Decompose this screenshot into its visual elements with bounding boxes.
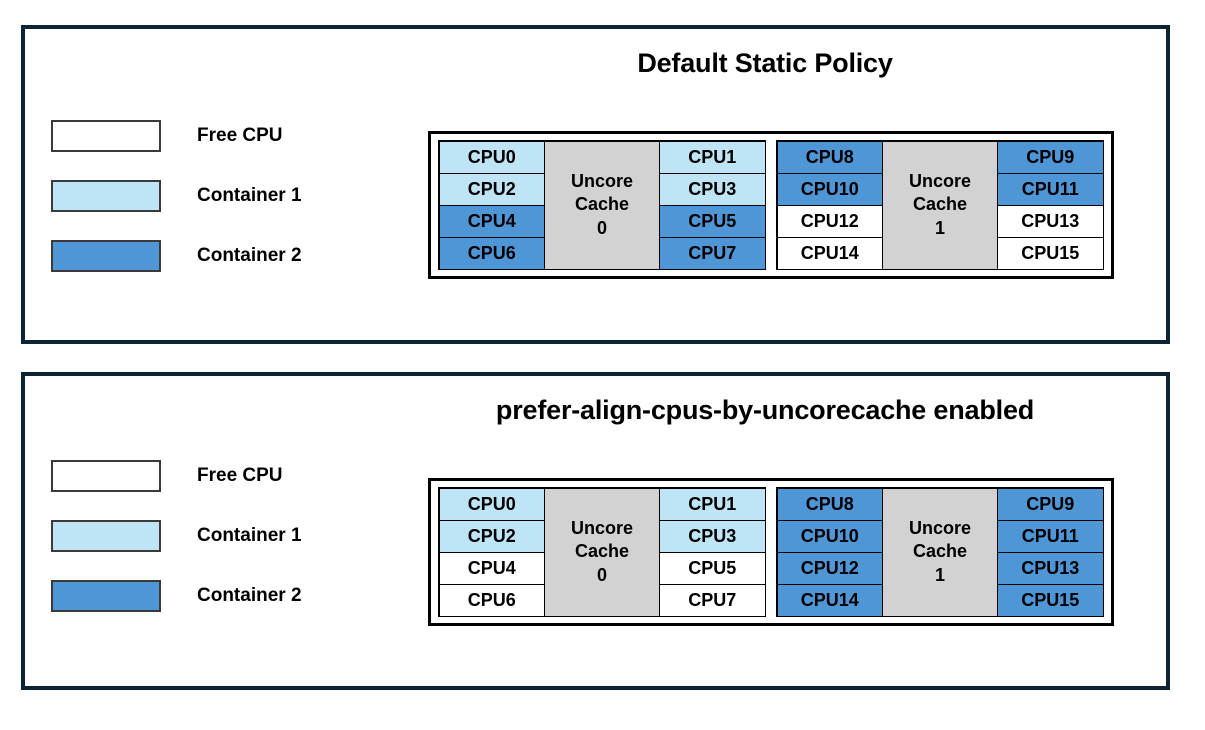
uncore-cache-line-1: Uncore xyxy=(570,518,633,539)
uncore-cache-group-0: CPU0 CPU2 CPU4 CPU6 Uncore Cache 0 CPU1 … xyxy=(438,487,766,617)
uncore-cache-group-1: CPU8 CPU10 CPU12 CPU14 Uncore Cache 1 CP… xyxy=(776,140,1104,270)
legend-item-container-2: Container 2 xyxy=(51,226,381,286)
legend-swatch-container-2 xyxy=(51,240,161,272)
cpu-cell: CPU4 xyxy=(438,204,546,238)
cpu-cell: CPU13 xyxy=(996,551,1104,585)
cpu-column-right: CPU9 CPU11 CPU13 CPU15 xyxy=(996,487,1104,617)
uncore-cache-line-1: Uncore xyxy=(908,171,971,192)
legend-label-container-2: Container 2 xyxy=(197,245,302,266)
cpu-cell: CPU2 xyxy=(438,172,546,206)
cpu-cell: CPU0 xyxy=(438,140,546,174)
legend-item-free-cpu: Free CPU xyxy=(51,446,381,506)
page-title-bottom: prefer-align-cpus-by-uncorecache enabled xyxy=(495,395,1035,425)
cpu-cell: CPU2 xyxy=(438,519,546,553)
cpu-cell: CPU5 xyxy=(658,551,766,585)
cpu-topology-table-top: CPU0 CPU2 CPU4 CPU6 Uncore Cache 0 CPU1 … xyxy=(428,131,1114,279)
legend-label-container-1: Container 1 xyxy=(197,185,302,206)
uncore-cache-line-1: Uncore xyxy=(570,171,633,192)
uncore-cache-group-0: CPU0 CPU2 CPU4 CPU6 Uncore Cache 0 CPU1 … xyxy=(438,140,766,270)
cpu-cell: CPU3 xyxy=(658,172,766,206)
cpu-cell: CPU1 xyxy=(658,487,766,521)
uncore-cache-line-2: Cache xyxy=(574,194,630,215)
cpu-cell: CPU13 xyxy=(996,204,1104,238)
cpu-cell: CPU0 xyxy=(438,487,546,521)
legend-swatch-container-1 xyxy=(51,180,161,212)
uncore-cache-line-2: Cache xyxy=(574,541,630,562)
legend-label-container-1: Container 1 xyxy=(197,525,302,546)
uncore-cache-index: 1 xyxy=(934,217,945,238)
cpu-column-right: CPU1 CPU3 CPU5 CPU7 xyxy=(658,140,766,270)
cpu-cell: CPU6 xyxy=(438,583,546,617)
uncore-cache-index: 1 xyxy=(934,564,945,585)
uncore-cache-line-2: Cache xyxy=(912,194,968,215)
cpu-cell: CPU1 xyxy=(658,140,766,174)
legend-item-container-2: Container 2 xyxy=(51,566,381,626)
legend-label-free-cpu: Free CPU xyxy=(197,125,283,146)
uncore-cache-cell: Uncore Cache 0 xyxy=(544,487,660,617)
cpu-cell: CPU15 xyxy=(996,583,1104,617)
cpu-cell: CPU8 xyxy=(776,487,884,521)
legend-swatch-free-cpu xyxy=(51,460,161,492)
cpu-topology-table-bottom: CPU0 CPU2 CPU4 CPU6 Uncore Cache 0 CPU1 … xyxy=(428,478,1114,626)
legend-item-free-cpu: Free CPU xyxy=(51,106,381,166)
uncore-cache-cell: Uncore Cache 1 xyxy=(882,487,998,617)
cpu-cell: CPU10 xyxy=(776,172,884,206)
uncore-cache-index: 0 xyxy=(596,564,607,585)
cpu-column-left: CPU0 CPU2 CPU4 CPU6 xyxy=(438,140,546,270)
uncore-cache-cell: Uncore Cache 1 xyxy=(882,140,998,270)
uncore-cache-cell: Uncore Cache 0 xyxy=(544,140,660,270)
cpu-cell: CPU10 xyxy=(776,519,884,553)
legend-top: Free CPU Container 1 Container 2 xyxy=(51,106,381,286)
cpu-cell: CPU7 xyxy=(658,236,766,270)
uncore-cache-group-1: CPU8 CPU10 CPU12 CPU14 Uncore Cache 1 CP… xyxy=(776,487,1104,617)
cpu-cell: CPU14 xyxy=(776,583,884,617)
cpu-cell: CPU9 xyxy=(996,140,1104,174)
cpu-cell: CPU8 xyxy=(776,140,884,174)
legend-item-container-1: Container 1 xyxy=(51,166,381,226)
uncore-cache-index: 0 xyxy=(596,217,607,238)
cpu-cell: CPU11 xyxy=(996,172,1104,206)
uncore-cache-line-1: Uncore xyxy=(908,518,971,539)
cpu-column-left: CPU8 CPU10 CPU12 CPU14 xyxy=(776,487,884,617)
cpu-column-right: CPU9 CPU11 CPU13 CPU15 xyxy=(996,140,1104,270)
cpu-cell: CPU12 xyxy=(776,204,884,238)
legend-label-container-2: Container 2 xyxy=(197,585,302,606)
cpu-cell: CPU4 xyxy=(438,551,546,585)
cpu-cell: CPU6 xyxy=(438,236,546,270)
legend-swatch-container-2 xyxy=(51,580,161,612)
cpu-cell: CPU5 xyxy=(658,204,766,238)
legend-label-free-cpu: Free CPU xyxy=(197,465,283,486)
cpu-cell: CPU7 xyxy=(658,583,766,617)
legend-bottom: Free CPU Container 1 Container 2 xyxy=(51,446,381,626)
legend-swatch-free-cpu xyxy=(51,120,161,152)
cpu-column-left: CPU0 CPU2 CPU4 CPU6 xyxy=(438,487,546,617)
cpu-cell: CPU14 xyxy=(776,236,884,270)
page-title-top: Default Static Policy xyxy=(637,48,893,78)
cpu-cell: CPU11 xyxy=(996,519,1104,553)
cpu-cell: CPU9 xyxy=(996,487,1104,521)
cpu-column-left: CPU8 CPU10 CPU12 CPU14 xyxy=(776,140,884,270)
cpu-cell: CPU12 xyxy=(776,551,884,585)
cpu-cell: CPU15 xyxy=(996,236,1104,270)
cpu-cell: CPU3 xyxy=(658,519,766,553)
uncore-cache-line-2: Cache xyxy=(912,541,968,562)
legend-swatch-container-1 xyxy=(51,520,161,552)
legend-item-container-1: Container 1 xyxy=(51,506,381,566)
cpu-column-right: CPU1 CPU3 CPU5 CPU7 xyxy=(658,487,766,617)
